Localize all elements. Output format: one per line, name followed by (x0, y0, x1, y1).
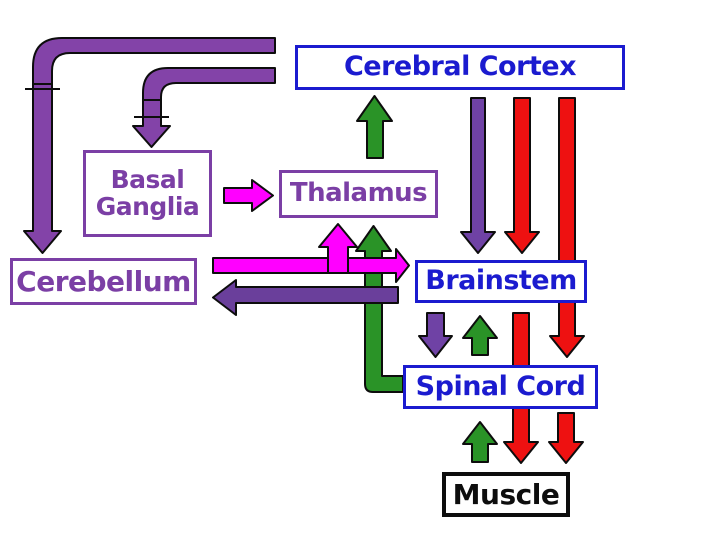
arrow-thalamus-to-cortex (356, 95, 393, 159)
node-cerebral-cortex: Cerebral Cortex (295, 45, 625, 90)
node-brainstem: Brainstem (415, 260, 587, 303)
arrow-cortex-to-basal-ganglia (132, 67, 276, 148)
node-cerebral-cortex-label: Cerebral Cortex (343, 51, 577, 83)
arrow-cerebellum-to-thalamus (318, 223, 358, 274)
node-cerebellum: Cerebellum (10, 258, 197, 305)
arrow-muscle-to-spinal-cord (462, 421, 498, 463)
arrow-spinal-cord-to-brainstem (462, 315, 498, 356)
node-cerebellum-label: Cerebellum (16, 264, 191, 298)
node-thalamus-label: Thalamus (289, 178, 428, 209)
node-basal-ganglia: Basal Ganglia (83, 150, 212, 237)
arrow-cortex-to-brainstem-purple (460, 97, 496, 254)
node-spinal-cord-label: Spinal Cord (415, 370, 586, 402)
node-brainstem-label: Brainstem (425, 265, 577, 297)
arrow-basal-ganglia-to-thalamus (223, 179, 274, 212)
node-basal-ganglia-label-line1: Basal (110, 165, 185, 195)
node-muscle-label: Muscle (452, 477, 560, 511)
node-spinal-cord: Spinal Cord (403, 365, 598, 409)
arrow-cortex-to-spinal-cord-red (549, 97, 585, 358)
arrow-cortex-to-brainstem-red (504, 97, 540, 254)
arrow-cerebellum-to-brainstem (212, 248, 410, 283)
arrow-brainstem-to-cerebellum (212, 279, 399, 316)
node-basal-ganglia-label-line2: Ganglia (95, 191, 200, 221)
arrow-spinal-cord-to-muscle-red (548, 412, 584, 464)
node-thalamus: Thalamus (279, 170, 438, 218)
arrow-cortex-to-cerebellum (23, 37, 276, 254)
node-muscle: Muscle (442, 472, 570, 517)
arrow-brainstem-to-spinal-cord (418, 312, 453, 358)
